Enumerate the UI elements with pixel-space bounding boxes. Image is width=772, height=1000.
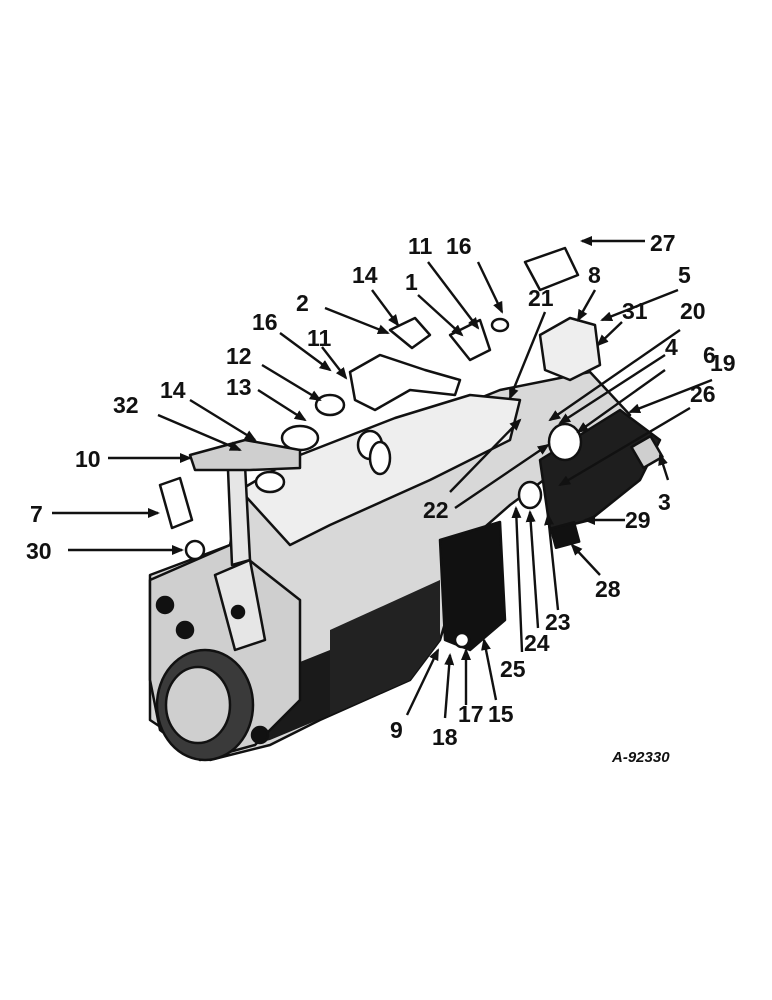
callout-8: 8 — [588, 262, 601, 288]
leader-20 — [548, 329, 681, 422]
callout-10: 10 — [75, 446, 101, 472]
callout-30: 30 — [26, 538, 52, 564]
callout-24: 24 — [524, 630, 550, 656]
leader-11-upper — [427, 261, 480, 330]
callout-29: 29 — [625, 507, 651, 533]
leader-32 — [157, 413, 242, 452]
callout-11-upper: 11 — [408, 233, 433, 259]
callout-9: 9 — [390, 717, 403, 743]
flange-bolt-hole — [250, 725, 270, 745]
leader-18 — [443, 653, 455, 719]
callout-16-upper: 16 — [446, 233, 472, 259]
leader-23 — [544, 513, 560, 611]
sleeve — [523, 246, 580, 292]
leader-6 — [576, 369, 666, 434]
leader-14-upper — [371, 289, 400, 327]
callout-12: 12 — [226, 343, 252, 369]
side-cover-plate — [438, 520, 507, 652]
leader-28 — [570, 543, 601, 576]
callout-16-lower: 16 — [252, 309, 278, 335]
leader-26 — [558, 406, 691, 487]
callout-28: 28 — [595, 576, 621, 602]
callout-6: 6 — [703, 342, 716, 368]
callout-labels: 27 11 16 8 14 1 5 21 2 31 20 16 11 4 12 … — [26, 230, 736, 750]
leader-lines — [52, 236, 713, 719]
end-plug — [547, 422, 583, 462]
callout-11-lower: 11 — [307, 325, 332, 351]
callout-15: 15 — [488, 701, 514, 727]
callout-2: 2 — [296, 290, 309, 316]
cover-plug — [549, 520, 581, 550]
pump-illustration — [148, 246, 664, 762]
leader-3 — [658, 453, 670, 481]
callout-25: 25 — [500, 656, 526, 682]
callout-32: 32 — [113, 392, 139, 418]
callout-18: 18 — [432, 724, 458, 750]
side-plate-screw — [453, 631, 471, 649]
lever-screw — [490, 317, 510, 333]
leader-21 — [508, 311, 547, 400]
leader-31 — [596, 321, 623, 347]
control-lever — [348, 353, 462, 412]
valve-fitting — [158, 476, 194, 530]
leader-22-a — [449, 418, 522, 493]
callout-17: 17 — [458, 701, 484, 727]
leader-25 — [511, 506, 524, 653]
callout-14-upper: 14 — [352, 262, 378, 288]
callout-5: 5 — [678, 262, 691, 288]
callout-21: 21 — [528, 285, 554, 311]
callout-20: 20 — [680, 298, 706, 324]
callout-26: 26 — [690, 381, 716, 407]
callout-3: 3 — [658, 489, 671, 515]
top-fitting — [280, 424, 320, 452]
callout-4: 4 — [665, 334, 678, 360]
end-fitting — [630, 434, 664, 470]
callout-22: 22 — [423, 497, 449, 523]
flange-bracket — [213, 558, 267, 652]
callout-14-lower: 14 — [160, 377, 186, 403]
leader-16-upper — [476, 261, 504, 314]
leader-16-lower — [279, 332, 332, 372]
top-fitting — [368, 440, 392, 476]
cover-washer — [517, 480, 543, 510]
callout-13: 13 — [226, 374, 252, 400]
callout-31: 31 — [622, 298, 648, 324]
leader-22-b — [454, 443, 550, 509]
leader-11-lower — [321, 346, 348, 380]
flange-bolt-hole — [175, 620, 195, 640]
drive-hub-face — [164, 665, 232, 745]
support-arm — [226, 463, 252, 567]
seal-ring — [184, 539, 206, 561]
top-fitting — [254, 470, 286, 494]
flange-bolt-hole — [155, 595, 175, 615]
leader-4 — [558, 353, 666, 425]
callout-23: 23 — [545, 609, 571, 635]
callout-7: 7 — [30, 501, 43, 527]
leader-5 — [600, 288, 679, 322]
shutoff-lever — [448, 318, 492, 362]
leader-1 — [417, 294, 464, 337]
callout-19: 19 — [710, 350, 736, 376]
throttle-lever — [388, 316, 432, 350]
housing-shadow — [330, 580, 440, 715]
linkage-washer — [314, 393, 346, 417]
leader-9 — [405, 648, 440, 716]
leader-13 — [257, 388, 307, 422]
governor-cap — [538, 316, 602, 382]
leader-12 — [261, 363, 322, 402]
leader-24 — [525, 510, 540, 629]
bracket-hole — [230, 604, 246, 620]
leader-15 — [481, 638, 498, 701]
figure-reference-code: A-92330 — [611, 749, 670, 766]
leader-14-lower — [189, 398, 257, 442]
leader-2 — [324, 306, 390, 335]
callout-1: 1 — [405, 269, 418, 295]
leader-19 — [628, 378, 713, 414]
callout-27: 27 — [650, 230, 676, 256]
leader-8 — [576, 289, 597, 322]
